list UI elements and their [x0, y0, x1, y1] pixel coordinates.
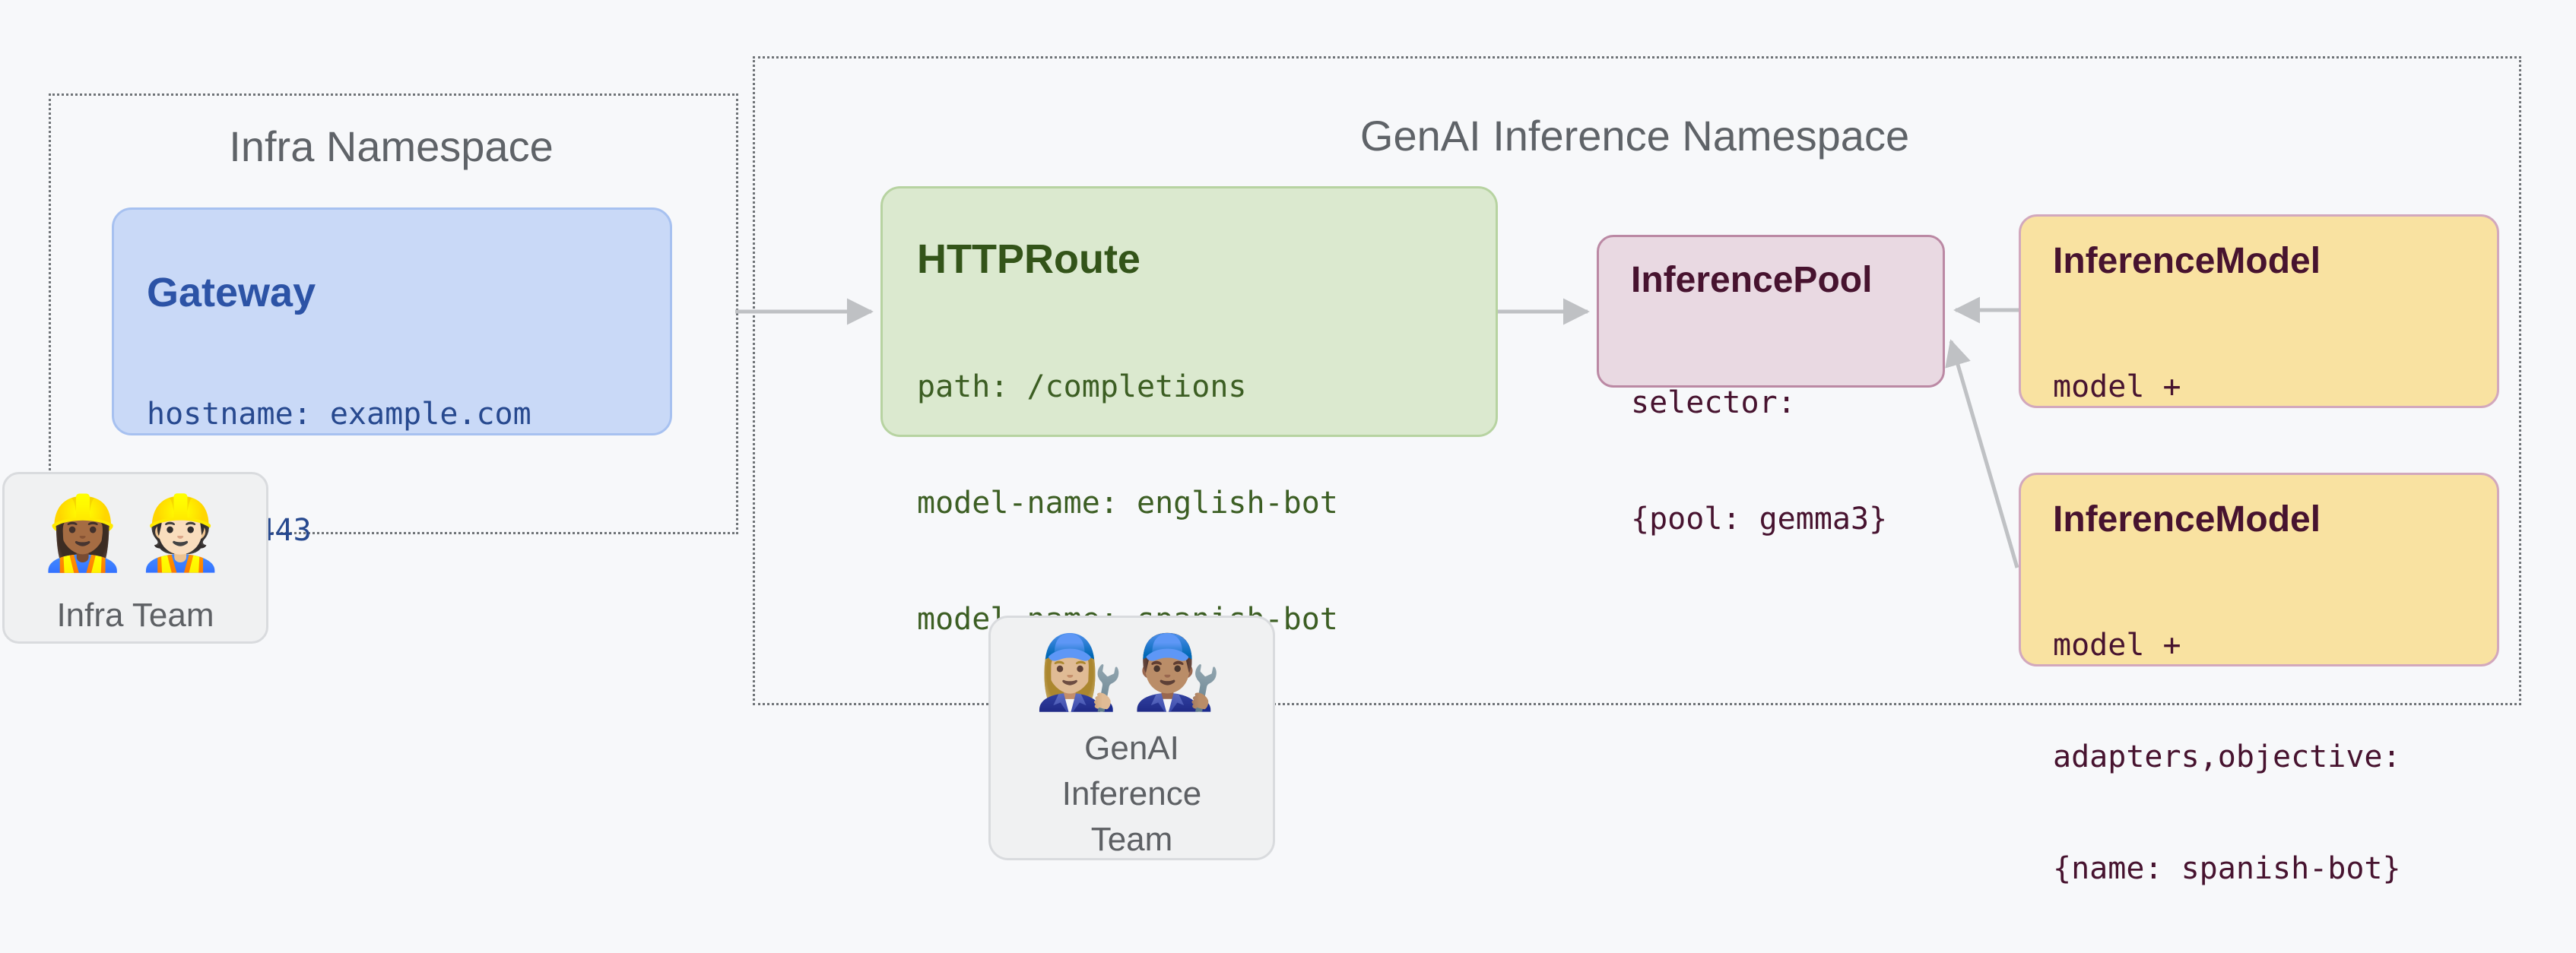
inferencemodel-spanish-name-line: {name: spanish-bot}	[2053, 851, 2401, 886]
genai-team-label-line-1: GenAI	[1084, 730, 1179, 767]
genai-inference-namespace-box	[753, 56, 2521, 705]
httproute-path-line: path: /completions	[917, 369, 1247, 404]
inferencemodel-spanish-adapters-line: adapters,objective:	[2053, 739, 2401, 774]
httproute-node: HTTPRoute path: /completions model-name:…	[880, 186, 1498, 637]
inferencemodel-spanish-model-line: model +	[2053, 628, 2181, 663]
inferencepool-pool-line: {pool: gemma3}	[1631, 502, 1888, 537]
inferencemodel-spanish-node-title: InferenceModel	[2053, 499, 2321, 540]
gateway-hostname-line: hostname: example.com	[147, 397, 531, 432]
inferencemodel-english-node-title: InferenceModel	[2053, 241, 2321, 281]
genai-inference-team-card: 👩🏼‍🔧👨🏽‍🔧 GenAI Inference Team	[988, 616, 1275, 860]
gateway-node-title: Gateway	[147, 270, 316, 315]
inferencepool-node-title: InferencePool	[1631, 260, 1873, 300]
infra-namespace-title: Infra Namespace	[229, 122, 554, 170]
httproute-model-english-line: model-name: english-bot	[917, 486, 1338, 521]
inferencemodel-english-model-line: model +	[2053, 369, 2181, 404]
genai-inference-team-label: GenAI Inference Team	[991, 726, 1273, 863]
infra-namespace-box	[49, 93, 738, 534]
mechanic-emojis-icon: 👩🏼‍🔧👨🏽‍🔧	[1034, 632, 1229, 713]
inferencemodel-english-node: InferenceModel model + adapters,objectiv…	[2019, 214, 2499, 628]
genai-inference-namespace-title: GenAI Inference Namespace	[1359, 112, 1910, 160]
construction-worker-emojis-icon: 👷🏾‍♀️👷🏻	[37, 493, 233, 574]
inferencemodel-spanish-node-spec: model + adapters,objective: {name: spani…	[2053, 552, 2497, 953]
inferencepool-node: InferencePool selector: {pool: gemma3}	[1597, 235, 1945, 537]
genai-team-label-line-2: Inference	[1061, 775, 1202, 812]
inferencemodel-spanish-node: InferenceModel model + adapters,objectiv…	[2019, 473, 2499, 886]
gateway-node: Gateway hostname: example.com port: 443	[112, 207, 672, 548]
infra-team-label: Infra Team	[56, 597, 214, 634]
infra-team-card: 👷🏾‍♀️👷🏻 Infra Team	[2, 472, 268, 644]
httproute-node-title: HTTPRoute	[917, 236, 1140, 282]
genai-team-label-line-3: Team	[1090, 821, 1173, 858]
inferencepool-node-spec: selector: {pool: gemma3}	[1631, 306, 1943, 616]
inferencepool-selector-line: selector:	[1631, 385, 1796, 420]
